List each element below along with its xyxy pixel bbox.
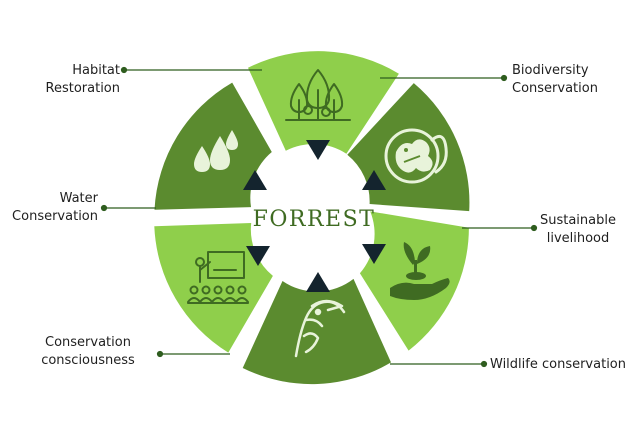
water-drops-icon bbox=[194, 130, 238, 172]
arrow-up-left bbox=[243, 170, 267, 190]
label-biodiversity-conservation: Biodiversity Conservation bbox=[512, 63, 598, 96]
label-sustainable-livelihood: Sustainable livelihood bbox=[539, 213, 616, 246]
label-habitat-restoration: Habitat Restoration bbox=[45, 63, 120, 96]
label-wildlife-conservation: Wildlife conservation bbox=[490, 357, 626, 372]
trees-icon bbox=[285, 69, 351, 121]
segment-water-conservation bbox=[154, 82, 272, 210]
arrow-down-top bbox=[306, 140, 330, 160]
arrow-up-bottom bbox=[306, 272, 330, 292]
arrow-down-right bbox=[362, 244, 386, 264]
classroom-icon bbox=[187, 251, 249, 304]
segment-wildlife-conservation bbox=[242, 278, 391, 385]
hornbill-icon bbox=[294, 299, 346, 358]
wildlife-emblem-icon bbox=[384, 128, 448, 184]
connectors bbox=[100, 66, 538, 368]
segment-sustainable-livelihood bbox=[359, 211, 469, 351]
segment-conservation-consciousness bbox=[154, 223, 273, 353]
label-conservation-consciousness: Conservation consciousness bbox=[41, 335, 135, 368]
arrow-down-left bbox=[246, 246, 270, 266]
label-water-conservation: Water Conservation bbox=[12, 191, 98, 224]
plant-in-hand-icon bbox=[390, 242, 450, 300]
center-title: FORREST bbox=[253, 207, 376, 232]
arrow-up-top-right bbox=[362, 170, 386, 190]
segment-habitat-restoration bbox=[248, 51, 399, 154]
